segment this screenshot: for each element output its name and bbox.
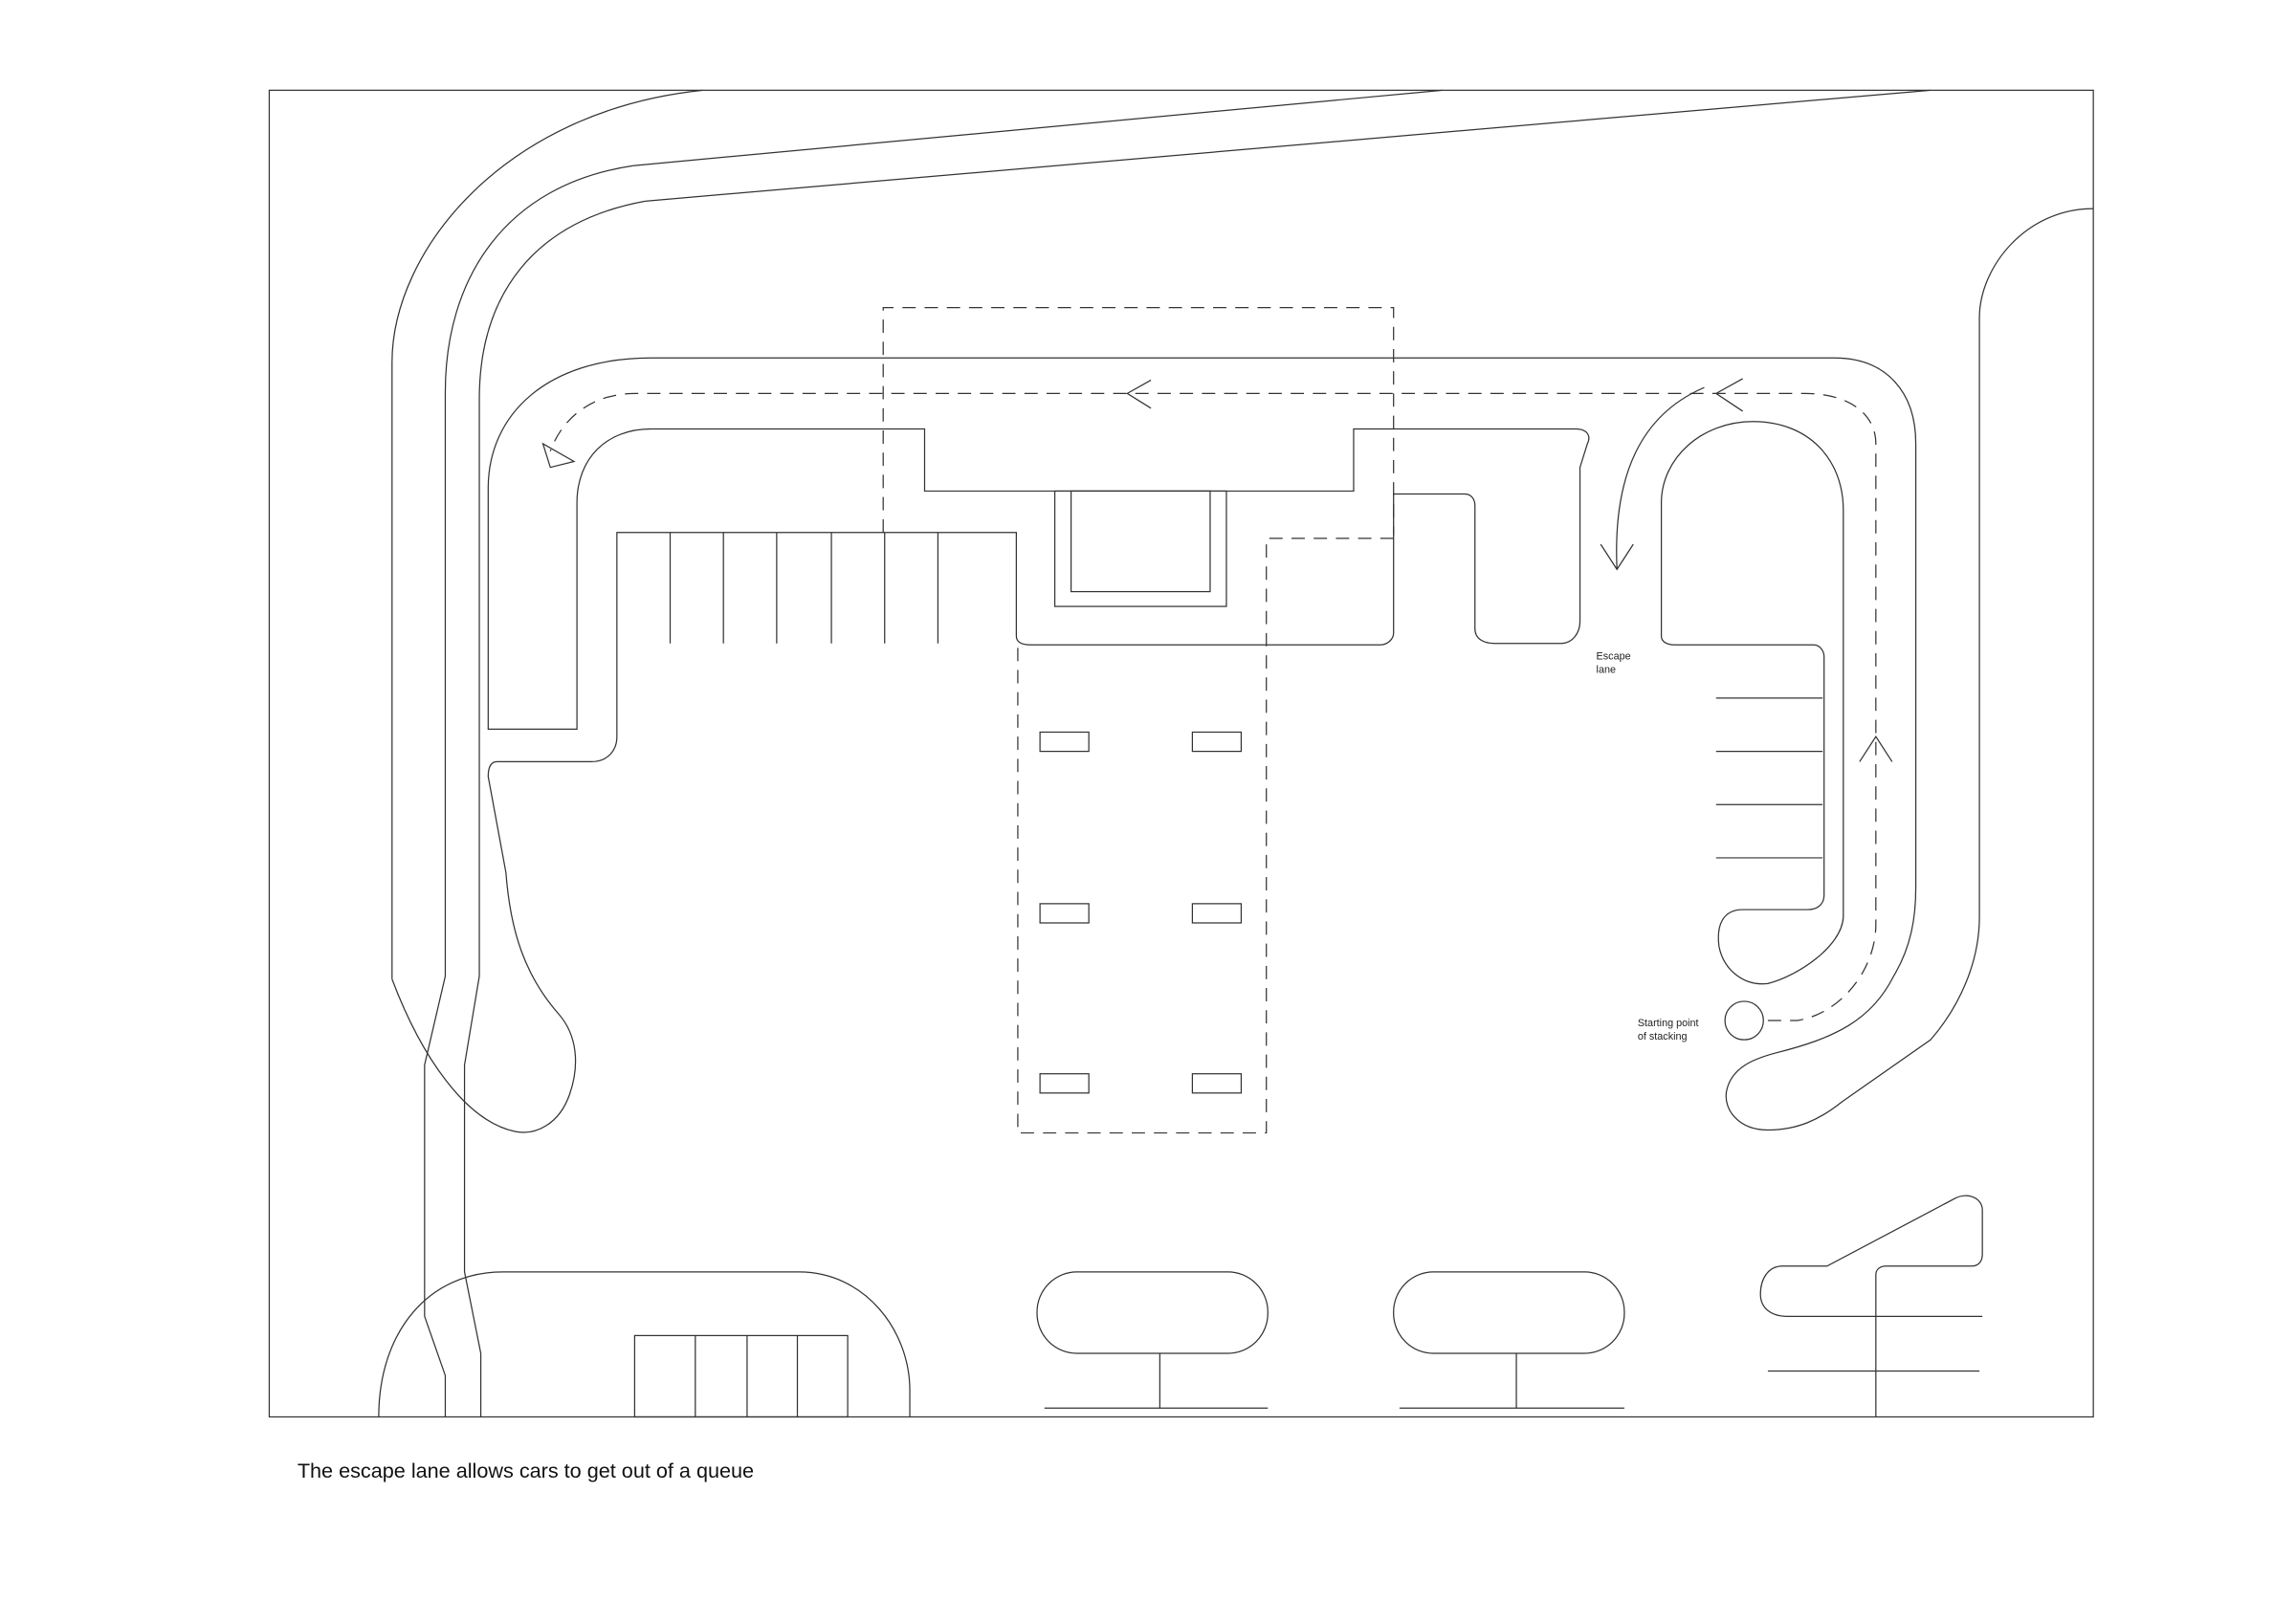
caption: The escape lane allows cars to get out o… [298, 1459, 754, 1482]
arrow-left-icon [1714, 378, 1743, 412]
access-roads [391, 89, 2094, 1417]
arrow-left-icon [1126, 379, 1152, 409]
bottom-features [378, 1195, 1983, 1418]
escape-lane-label: Escape lane [1597, 651, 1634, 676]
escape-lane [1600, 386, 1705, 571]
arrow-triangle-icon [541, 442, 576, 469]
building [1053, 490, 1227, 607]
fuel-pumps [1039, 731, 1243, 1094]
starting-point-label: Starting point of stacking [1638, 1018, 1702, 1042]
arrow-down-icon [1600, 543, 1634, 571]
starting-point-marker [1724, 1000, 1764, 1041]
drive-thru-lane [541, 378, 1893, 1021]
arrow-up-icon [1859, 735, 1893, 762]
right-island [1660, 421, 1844, 1041]
parking-bays-left [669, 532, 939, 644]
canopy-outline [882, 307, 1395, 1134]
plan-frame [268, 89, 2094, 1418]
